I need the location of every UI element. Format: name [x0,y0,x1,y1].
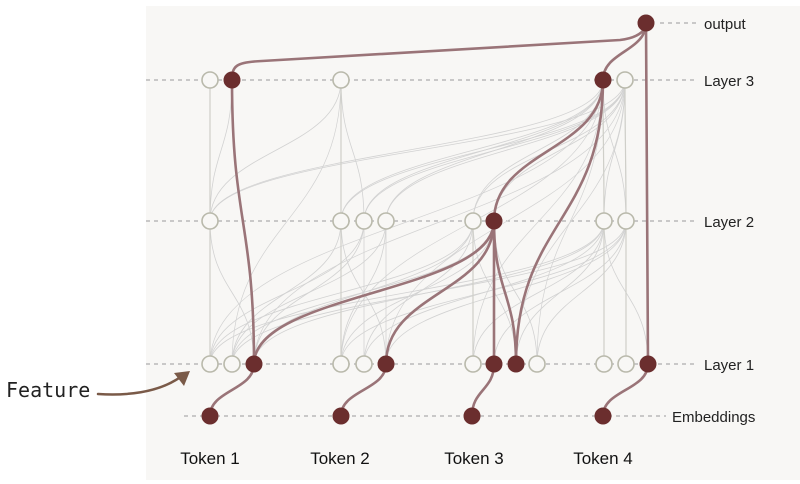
active-edges [208,21,650,418]
active-node-e4 [594,407,612,425]
faint-edge [472,79,604,365]
layer-label-layer2: Layer 2 [704,214,754,231]
inactive-node-l2a [201,212,219,230]
faint-edge [231,220,342,365]
faint-edge [515,220,605,365]
active-edge [492,219,518,366]
layer-label-layer3: Layer 3 [704,73,754,90]
active-edge [514,78,605,366]
inactive-node-l1a [201,355,219,373]
faint-edge [253,79,626,365]
faint-edge [536,220,627,365]
faint-edge [340,220,495,365]
inactive-node-l3c [332,71,350,89]
active-node-l1i [507,355,525,373]
faint-edge [340,220,387,365]
faint-edge [209,79,604,365]
active-node-e1 [201,407,219,425]
faint-edge [253,220,605,365]
faint-edge [493,79,626,222]
inactive-node-l3a [201,71,219,89]
active-node-l3b [223,71,241,89]
active-edge [644,21,650,366]
active-node-e2 [332,407,350,425]
faint-edge [472,220,605,365]
active-node-e3 [463,407,481,425]
inactive-node-l3e [616,71,634,89]
faint-edge [209,79,626,222]
faint-edge [253,220,365,365]
active-node-l2f [485,212,503,230]
active-node-out [637,14,655,32]
active-node-l1c [245,355,263,373]
faint-edge [385,79,626,365]
faint-edge [209,79,233,222]
inactive-node-l1e [355,355,373,373]
faint-edge [363,79,604,222]
token-label-4: Token 4 [573,449,633,468]
faint-edge [340,79,604,222]
inactive-node-l2b [332,212,350,230]
inactive-node-l1k [595,355,613,373]
active-edge [252,219,496,366]
token-label-2: Token 2 [310,449,370,468]
inactive-node-l2h [617,212,635,230]
faint-edges [209,79,649,365]
inactive-node-l2d [377,212,395,230]
faint-edge [209,220,605,365]
inactive-node-l1d [332,355,350,373]
feature-arrow-shaft [96,374,184,396]
faint-edge [209,79,342,222]
faint-edge [536,79,604,365]
feature-annotation-label: Feature [6,378,90,402]
feature-arrow-head [174,371,190,386]
layer-label-embeddings: Embeddings [672,409,755,426]
faint-edge [363,220,605,365]
active-edge [384,219,496,366]
layer-label-output: output [704,16,747,33]
inactive-node-l1j [528,355,546,373]
active-edge [230,21,648,82]
token-label-3: Token 3 [444,449,504,468]
faint-edge [385,79,626,222]
faint-edge [472,79,604,222]
active-node-l3d [594,71,612,89]
active-edge [230,78,256,366]
active-edge [492,78,605,223]
nodes [201,14,657,425]
faint-edge [385,79,604,222]
layer-label-layer1: Layer 1 [704,357,754,374]
faint-edge [231,79,342,365]
faint-edge [209,79,604,222]
inactive-node-l1l [617,355,635,373]
active-node-l1f [377,355,395,373]
inactive-node-l2e [464,212,482,230]
faint-edge [209,220,255,365]
inactive-node-l1g [464,355,482,373]
active-node-l1m [639,355,657,373]
token-label-1: Token 1 [180,449,240,468]
inactive-node-l1b [223,355,241,373]
inactive-node-l2g [595,212,613,230]
faint-edge [340,79,365,222]
faint-edge [624,79,627,222]
active-node-l1h [485,355,503,373]
faint-edge [602,79,627,222]
inactive-node-l2c [355,212,373,230]
